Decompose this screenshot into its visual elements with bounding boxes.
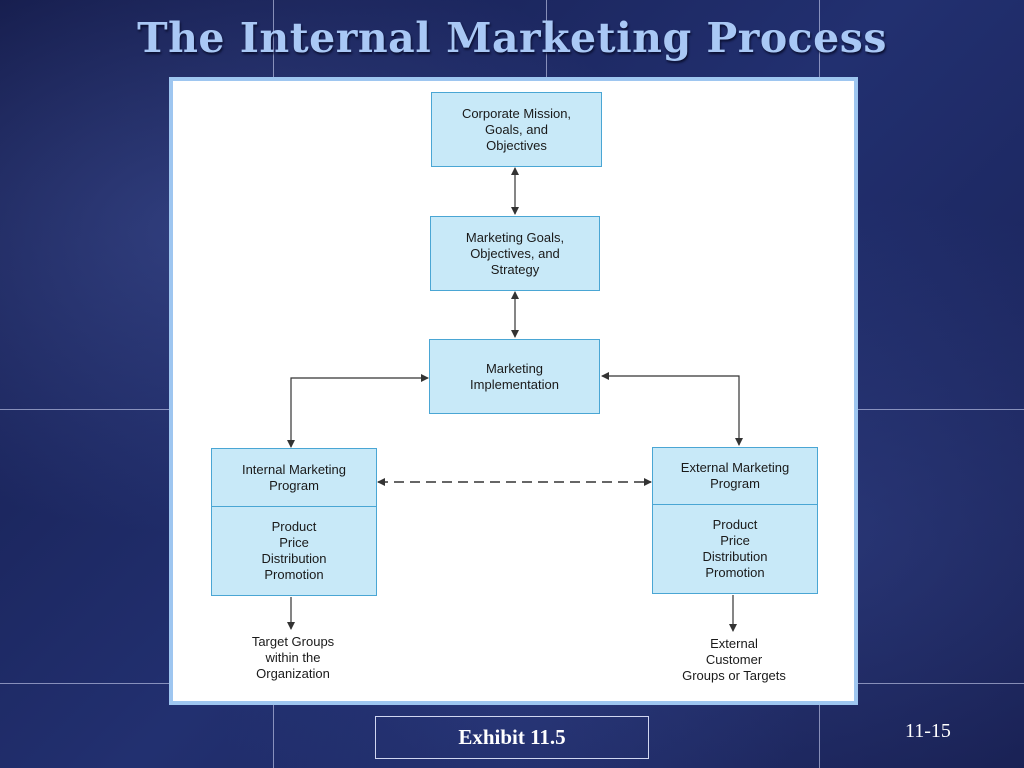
internal-program-header: Internal Marketing Program — [212, 449, 376, 507]
marketing-implementation-box: Marketing Implementation — [429, 339, 600, 414]
arrow-implementation-internal — [287, 374, 429, 448]
external-target-label: External Customer Groups or Targets — [682, 636, 786, 683]
internal-marketing-program-box: Internal Marketing Program Product Price… — [211, 448, 377, 596]
external-program-mix: Product Price Distribution Promotion — [702, 517, 768, 580]
external-marketing-program-box: External Marketing Program Product Price… — [652, 447, 818, 594]
marketing-goals-box: Marketing Goals, Objectives, and Strateg… — [430, 216, 600, 291]
page-number: 11-15 — [905, 720, 951, 742]
corporate-mission-box: Corporate Mission, Goals, and Objectives — [431, 92, 602, 167]
slide-title: The Internal Marketing Process — [137, 14, 887, 62]
external-program-header: External Marketing Program — [653, 448, 817, 505]
arrow-implementation-external — [601, 372, 743, 446]
exhibit-caption: Exhibit 11.5 — [375, 716, 649, 759]
internal-program-mix: Product Price Distribution Promotion — [261, 519, 327, 582]
internal-target-label: Target Groups within the Organization — [251, 634, 335, 681]
grid-line-v2 — [546, 0, 547, 80]
